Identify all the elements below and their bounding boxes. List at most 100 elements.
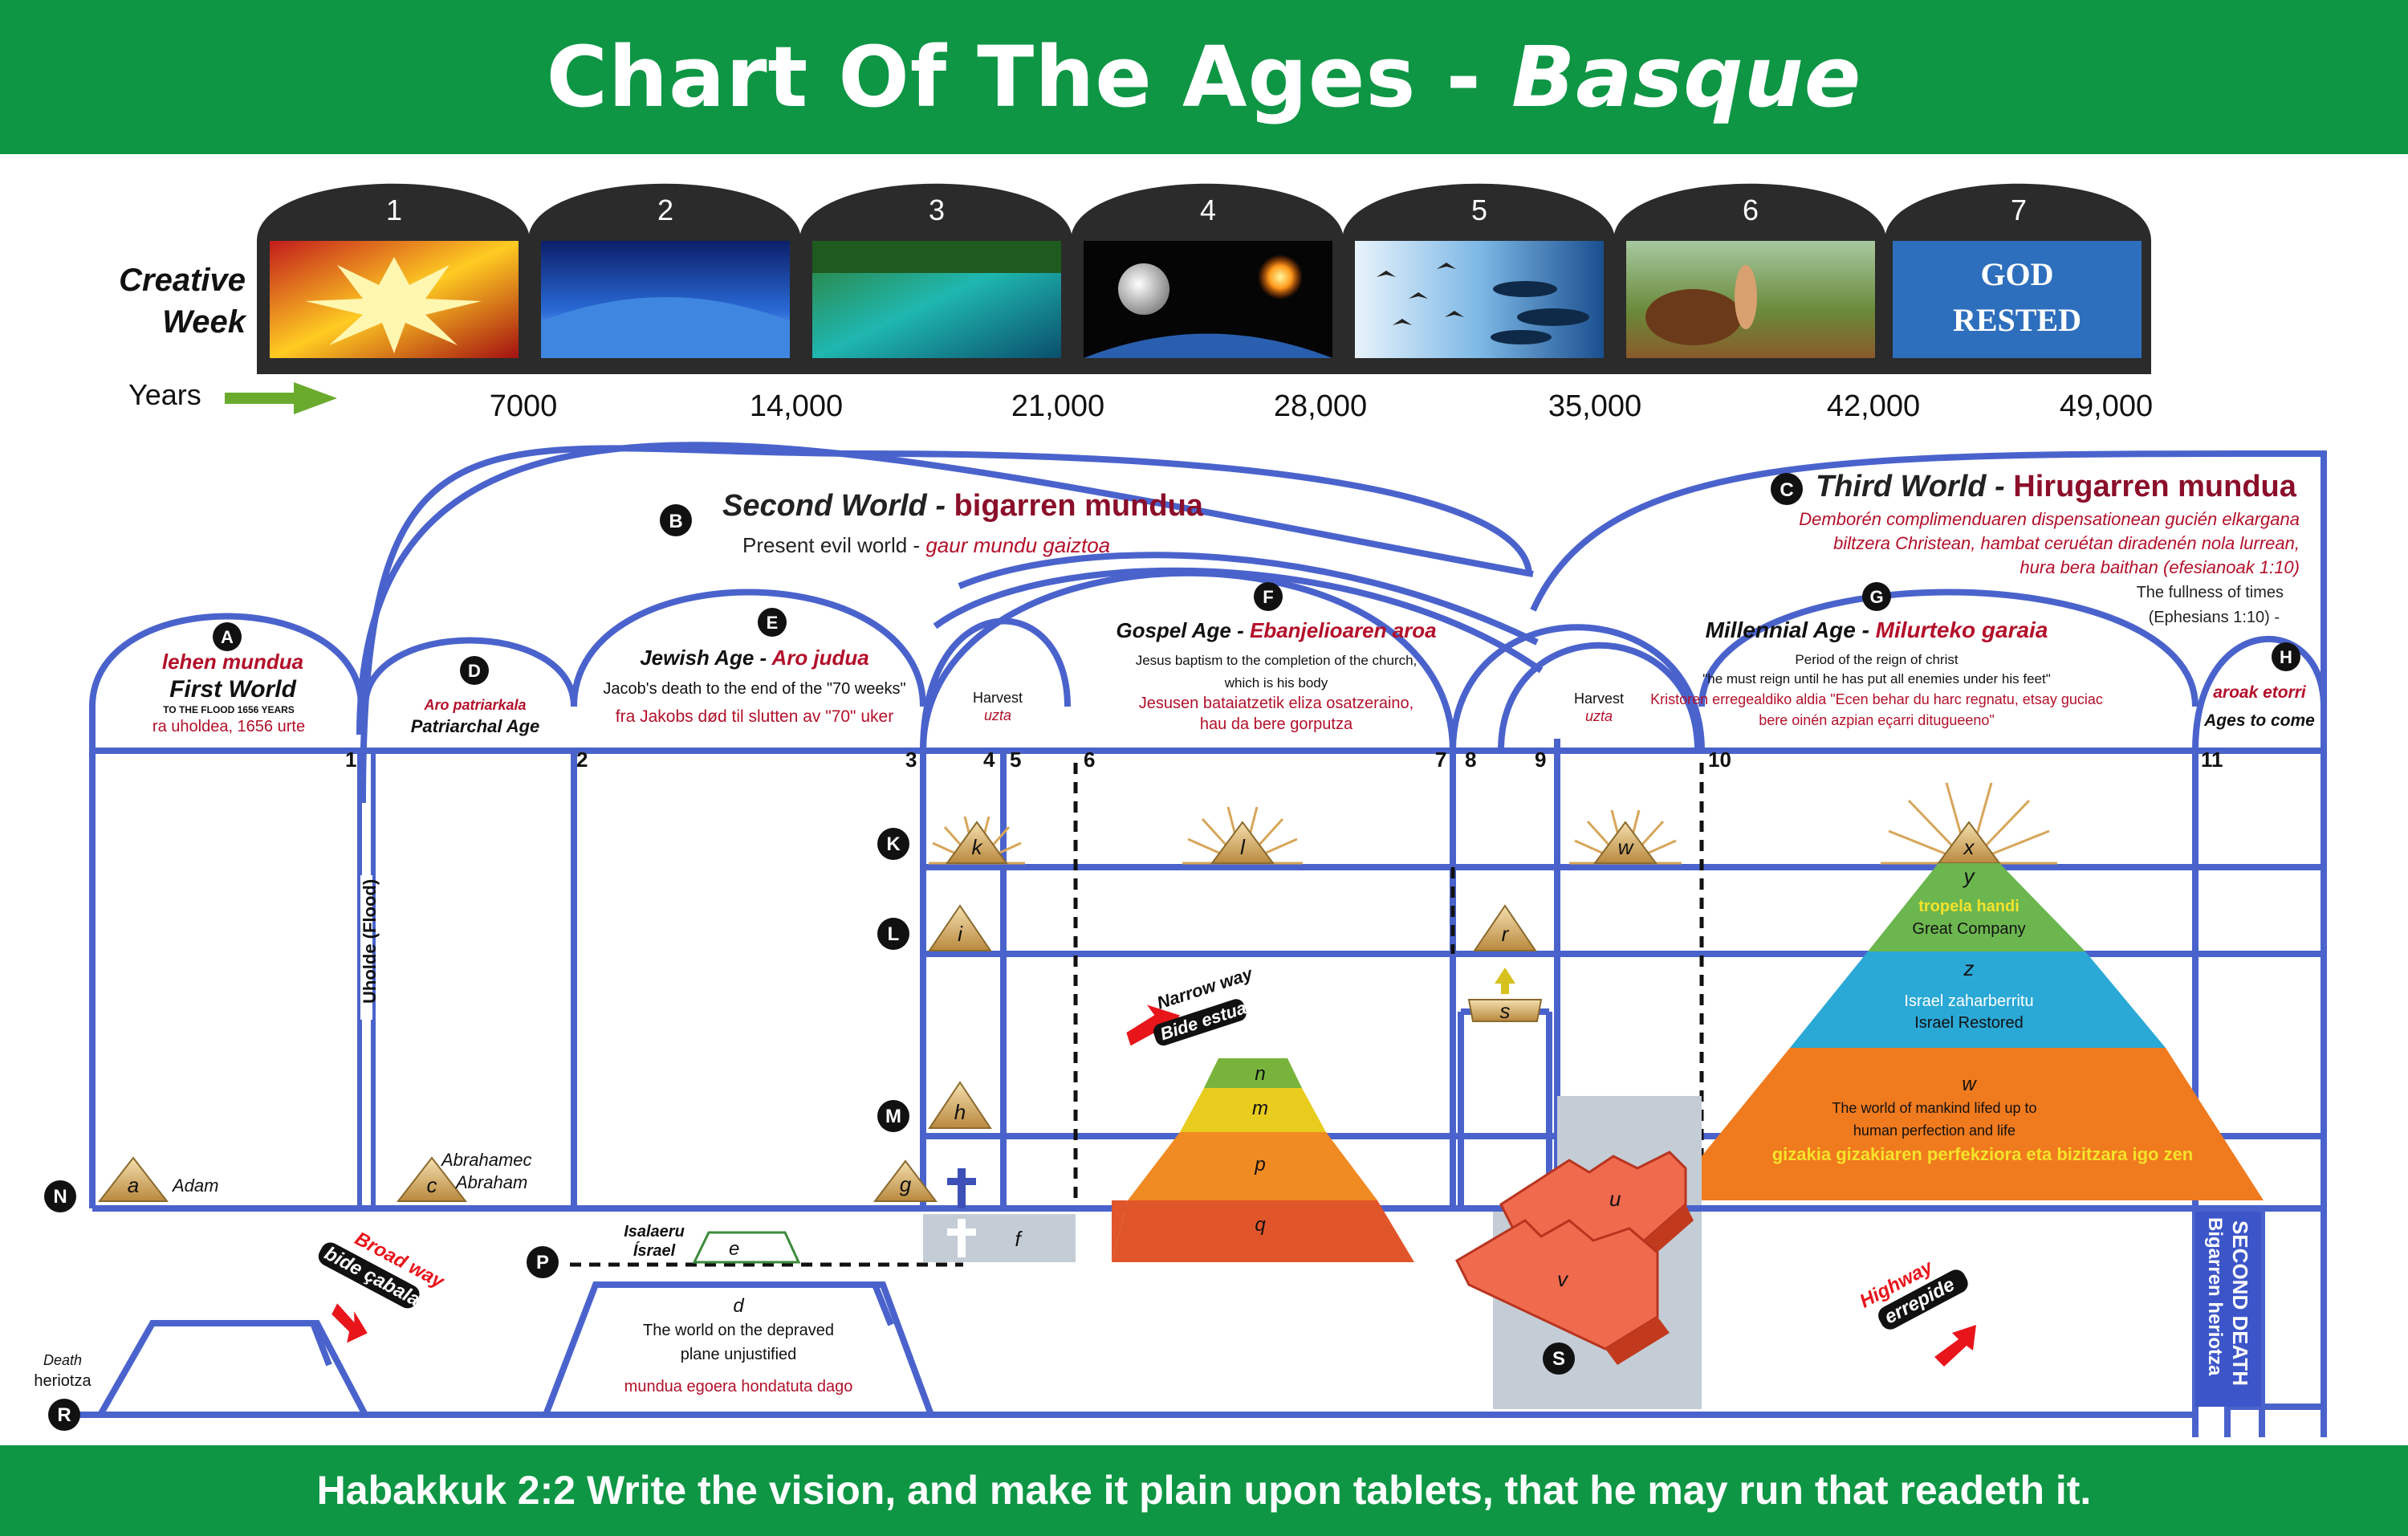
great-company-eu: tropela handi — [1918, 898, 2020, 915]
year-value: 42,000 — [1827, 389, 1920, 423]
depraved-plane — [543, 1281, 934, 1416]
mankind-line-2: human perfection and life — [1853, 1122, 2015, 1139]
depraved-eu: mundua egoera hondatuta dago — [624, 1378, 853, 1395]
second-death-bar — [2195, 1212, 2261, 1407]
years-arrow-icon — [225, 382, 337, 414]
gospel-desc-2: which is his body — [1224, 675, 1328, 691]
letter-h: H — [2280, 647, 2292, 667]
pyramid-label: l — [1240, 835, 1246, 859]
creative-week-panel: Creative Week — [119, 183, 2153, 423]
second-death-en: SECOND DEATH — [2228, 1220, 2252, 1386]
third-world-desc-3: hura bera baithan (efesianoak 1:10) — [2020, 557, 2300, 577]
letter-v: v — [1557, 1267, 1569, 1291]
third-world-arch — [1530, 450, 2327, 1437]
pyramid-a — [97, 1156, 169, 1202]
first-world-en: First World — [169, 676, 296, 703]
letter-y: y — [1963, 864, 1976, 888]
week-label: Week — [162, 304, 247, 340]
millennial-desc-2: "he must reign until he has put all enem… — [1702, 671, 2051, 687]
rested-text: RESTED — [1953, 302, 2081, 338]
marker-number: 9 — [1535, 748, 1546, 772]
day-number: 4 — [1200, 194, 1216, 226]
marker-number: 11 — [2201, 748, 2223, 772]
f-box — [923, 1214, 1076, 1262]
day-7-image — [1893, 241, 2142, 358]
row-letter-k: K — [886, 833, 901, 855]
footer-banner: Habakkuk 2:2 Write the vision, and make … — [0, 1445, 2408, 1536]
depraved-line-1: The world on the depraved — [643, 1322, 834, 1339]
harvest-1-en: Harvest — [973, 690, 1023, 706]
day-number: 5 — [1471, 194, 1487, 226]
ephesians-ref: (Ephesians 1:10) - — [2149, 609, 2280, 626]
harvest-2-arch — [1450, 624, 1705, 752]
gospel-desc-eu-1: Jesusen bataiatzetik eliza osatzeraino, — [1139, 695, 1413, 712]
row-letter-r: R — [57, 1404, 71, 1426]
patriarchal-arch — [362, 637, 577, 707]
broad-way-sign: Broad way bide çabala — [318, 1228, 449, 1343]
second-world-title: Second World - bigarren mundua — [722, 489, 1204, 523]
creative-label: Creative — [119, 263, 246, 298]
sun-shape — [1258, 255, 1303, 299]
marker-number: 4 — [983, 748, 995, 772]
day-number: 7 — [2011, 194, 2027, 226]
year-value: 35,000 — [1548, 389, 1641, 423]
row-letter-l: L — [888, 923, 900, 945]
marker-number: 2 — [576, 748, 588, 772]
moon-shape — [1118, 263, 1169, 315]
letter-q: q — [1255, 1214, 1266, 1236]
first-world-eu: lehen mundua — [162, 650, 303, 674]
israel-en: Ísrael — [633, 1241, 676, 1260]
letter-c-badge — [1771, 473, 1803, 505]
year-value: 49,000 — [2060, 389, 2153, 423]
letter-d-small: d — [733, 1295, 744, 1317]
israel-platform: e Isalaeru Ísrael — [624, 1223, 801, 1264]
day-number: 2 — [657, 194, 673, 226]
letter-d: D — [468, 661, 481, 681]
marker-number: 10 — [1708, 748, 1731, 772]
second-death-eu: Bigarren heriotza — [2204, 1217, 2226, 1376]
millennial-desc-eu-1: Kristoren erregealdiko aldia "Ecen behar… — [1650, 691, 2103, 707]
jewish-desc-eu: fra Jakobs død til slutten av "70" uker — [616, 707, 893, 726]
pyramid-s — [1467, 999, 1543, 1022]
up-arrow-icon — [1495, 968, 1515, 994]
mankind-eu: gizakia gizakiaren perfekziora eta bizit… — [1772, 1144, 2194, 1164]
pyramid-c — [396, 1156, 468, 1202]
letter-f-small: f — [1015, 1227, 1023, 1251]
letter-z: z — [1963, 956, 1975, 980]
god-text: GOD — [1980, 256, 2053, 292]
marker-number: 5 — [1010, 748, 1021, 772]
pyramid-label: x — [1963, 835, 1975, 859]
letter-c: C — [1780, 479, 1793, 501]
gospel-desc-1: Jesus baptism to the completion of the c… — [1136, 653, 1418, 668]
millennial-desc-1: Period of the reign of christ — [1795, 652, 1958, 667]
abraham-label: Abraham — [454, 1172, 527, 1192]
first-world-arch — [89, 613, 364, 751]
pyramid-l — [1210, 821, 1275, 864]
pyramid-label: g — [900, 1172, 912, 1196]
page-title: Chart Of The Ages - Basque — [546, 28, 1862, 126]
pyramid-k — [946, 821, 1008, 864]
death-eu: heriotza — [34, 1372, 92, 1390]
harvest-2-en: Harvest — [1574, 691, 1624, 707]
marker-number: 1 — [345, 748, 356, 772]
third-world-title: Third World - Hirugarren mundua — [1816, 470, 2297, 503]
letter-e: E — [767, 613, 779, 633]
pyramid-label: i — [958, 922, 963, 946]
jewish-arch — [571, 589, 926, 707]
letter-b-badge — [660, 504, 692, 536]
death-en: Death — [43, 1352, 82, 1368]
letter-m: m — [1252, 1098, 1268, 1119]
pyramid-h — [928, 1081, 992, 1129]
millennial-desc-eu-2: bere oinén azpian eçarri ditugueeno" — [1759, 712, 1995, 728]
years-label: Years — [128, 378, 201, 411]
jewish-age-title: Jewish Age - Aro judua — [640, 646, 869, 670]
millennial-pyramid — [1702, 821, 2264, 1200]
gospel-desc-eu-2: hau da bere gorputza — [1200, 715, 1353, 733]
ages-to-come-eu: aroak etorri — [2213, 683, 2307, 702]
pyramid-label: c — [427, 1173, 437, 1197]
patriarchal-eu: Aro patriarkala — [423, 697, 526, 713]
flood-label: Uholde (Flood) — [360, 879, 380, 1004]
cross-icon — [947, 1219, 976, 1257]
